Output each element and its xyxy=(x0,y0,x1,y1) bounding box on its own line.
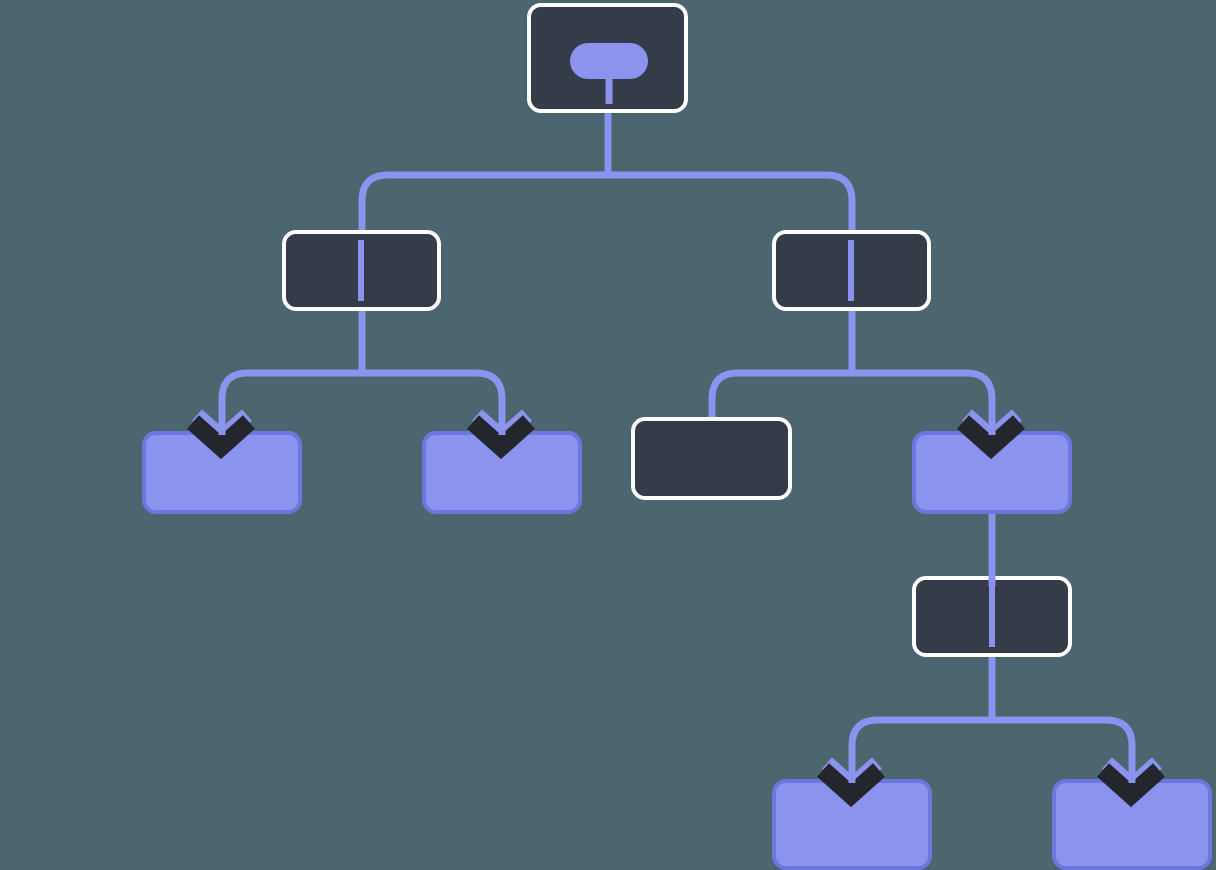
root-node[interactable] xyxy=(527,3,688,113)
leaf-node-3-expandable-chevron-dark xyxy=(957,415,1025,460)
empty-dark-node-box[interactable] xyxy=(631,417,792,500)
left-branch-node[interactable] xyxy=(282,230,441,311)
nodes-layer xyxy=(142,3,1212,870)
leaf-node-3-expandable-arrowhead xyxy=(957,401,1025,460)
sub-branch-node[interactable] xyxy=(912,576,1072,657)
connector-sub-branch-to-leaves-1-elbow xyxy=(992,716,1136,779)
sub-branch-node-caret-glyph xyxy=(989,586,995,647)
leaf-node-1-arrowhead xyxy=(187,401,255,460)
connector-right-branch-to-children-1-elbow xyxy=(852,369,996,431)
leaf-node-1-chevron-dark xyxy=(187,415,255,460)
leaf-node-2-chevron-dark xyxy=(467,415,535,460)
leaf-node-2-arrowhead xyxy=(467,401,535,460)
leaf-node-5-arrowhead xyxy=(1097,749,1165,808)
connector-right-branch-to-children-0-elbow xyxy=(708,369,852,417)
connector-root-to-branches-0-elbow xyxy=(358,171,608,230)
connector-left-branch-to-leaves-1-elbow xyxy=(362,369,506,431)
leaf-node-4-arrowhead xyxy=(817,749,885,808)
leaf-node-5-chevron-dark xyxy=(1097,763,1165,808)
arrowheads-layer xyxy=(187,401,1165,808)
connector-root-to-branches-1-elbow xyxy=(608,171,856,230)
connector-left-branch-to-leaves-0-elbow xyxy=(218,369,362,431)
leaf-node-4-chevron-dark xyxy=(817,763,885,808)
root-node-pill-glyph xyxy=(570,43,648,79)
right-branch-node-caret-glyph xyxy=(848,240,854,301)
left-branch-node-caret-glyph xyxy=(358,240,364,301)
right-branch-node[interactable] xyxy=(772,230,931,311)
connector-sub-branch-to-leaves-0-elbow xyxy=(848,716,992,779)
empty-dark-node[interactable] xyxy=(631,417,792,500)
